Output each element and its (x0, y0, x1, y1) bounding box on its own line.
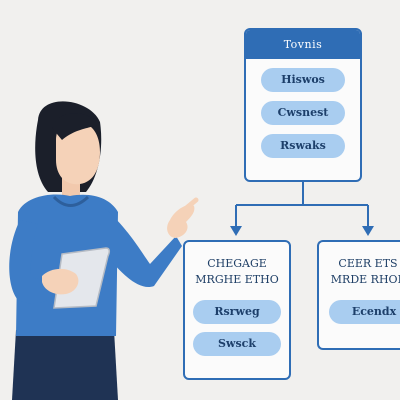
right-child-heading: CEER ETS MRDE RHOF (319, 242, 400, 288)
left-child-line-2: MRGHE ETHO (195, 273, 279, 286)
connector-tree (235, 182, 369, 228)
pointing-hand (167, 204, 195, 238)
top-node-card: Tovnis Hiswos Cwsnest Rswaks (244, 28, 362, 182)
left-child-line-1: CHEGAGE (207, 257, 267, 270)
top-node-item-1: Hiswos (261, 68, 345, 92)
left-child-card: CHEGAGE MRGHE ETHO Rsrweg Swsck (183, 240, 291, 380)
left-child-heading: CHEGAGE MRGHE ETHO (185, 242, 289, 288)
right-child-card: CEER ETS MRDE RHOF Ecendx (317, 240, 400, 350)
top-node-item-2: Cwsnest (261, 101, 345, 125)
right-child-line-2: MRDE RHOF (330, 273, 400, 286)
arrowhead-left (230, 226, 242, 236)
left-child-item-2: Swsck (193, 332, 281, 356)
top-node-item-3: Rswaks (261, 134, 345, 158)
pants (12, 330, 118, 400)
raised-arm (104, 208, 182, 288)
presenter-figure (9, 101, 199, 400)
hair-fringe (52, 113, 100, 140)
left-child-item-1: Rsrweg (193, 300, 281, 324)
top-node-title: Tovnis (246, 30, 360, 59)
face (56, 120, 100, 185)
collar (52, 195, 90, 207)
right-child-line-1: CEER ETS (338, 257, 398, 270)
right-child-item-1: Ecendx (329, 300, 400, 324)
tablet-hand (42, 268, 79, 295)
arrowhead-right (362, 226, 374, 236)
pointing-finger (181, 197, 199, 213)
